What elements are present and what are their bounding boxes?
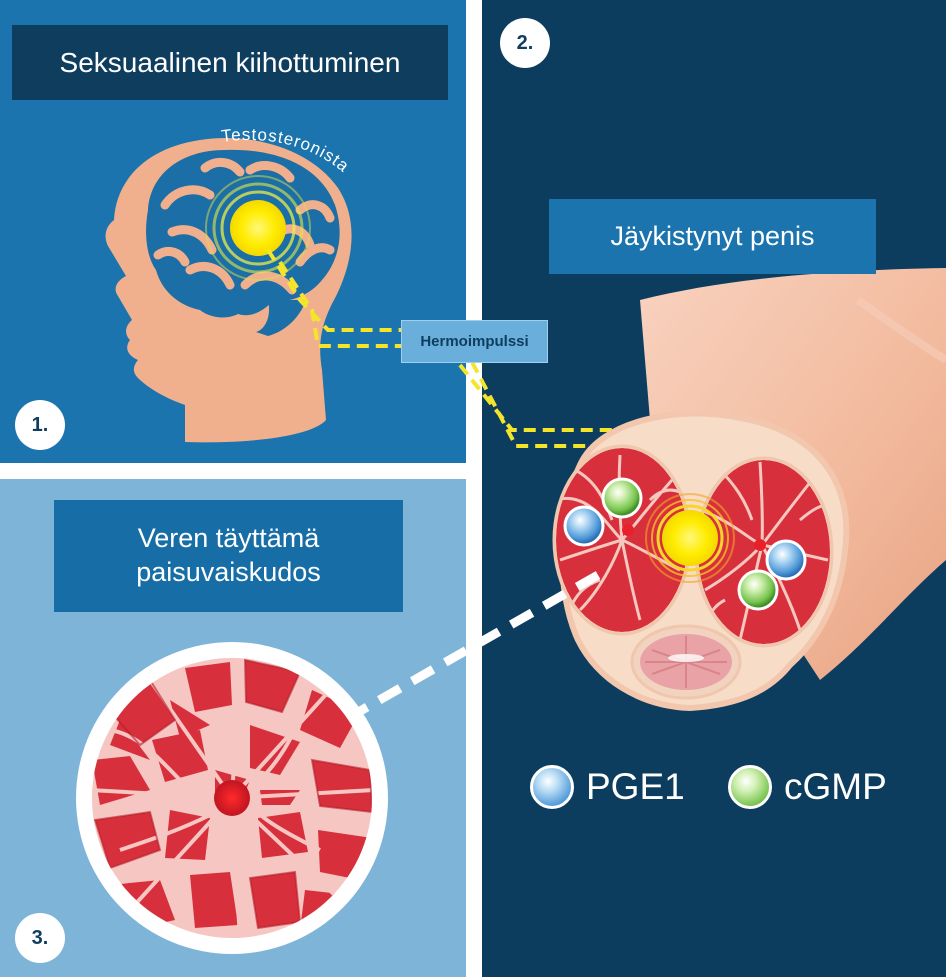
title-cavernous-tissue: Veren täyttämä paisuvaiskudos [54,500,403,612]
testosterone-glow [205,175,311,281]
cgmp-molecule [737,569,779,611]
tissue-magnifier [76,642,388,954]
title-line-1: Veren täyttämä [137,523,320,554]
molecules [563,477,807,611]
legend-item-cgmp: cGMP [728,765,887,809]
pge1-molecule [765,539,807,581]
legend-label: PGE1 [586,766,685,807]
step-number-2: 2. [500,18,550,68]
cgmp-molecule [601,477,643,519]
title-line-2: paisuvaiskudos [136,557,321,587]
title-sexual-arousal: Seksuaalinen kiihottuminen [12,25,448,100]
cgmp-dot-icon [728,765,772,809]
legend-label: cGMP [784,766,887,807]
nerve-impulse-label: Hermoimpulssi [401,320,548,363]
magnify-connector [352,571,601,718]
legend-item-pge1: PGE1 [530,765,685,809]
testosterone-label: Testosteronista [220,125,353,176]
step-number-1: 1. [15,400,65,450]
testosterone-sun [230,200,286,256]
pge1-dot-icon [530,765,574,809]
nerve-signal-sun [662,510,718,566]
title-erect-penis: Jäykistynyt penis [549,199,876,274]
pge1-molecule [563,505,605,547]
step-number-3: 3. [15,913,65,963]
